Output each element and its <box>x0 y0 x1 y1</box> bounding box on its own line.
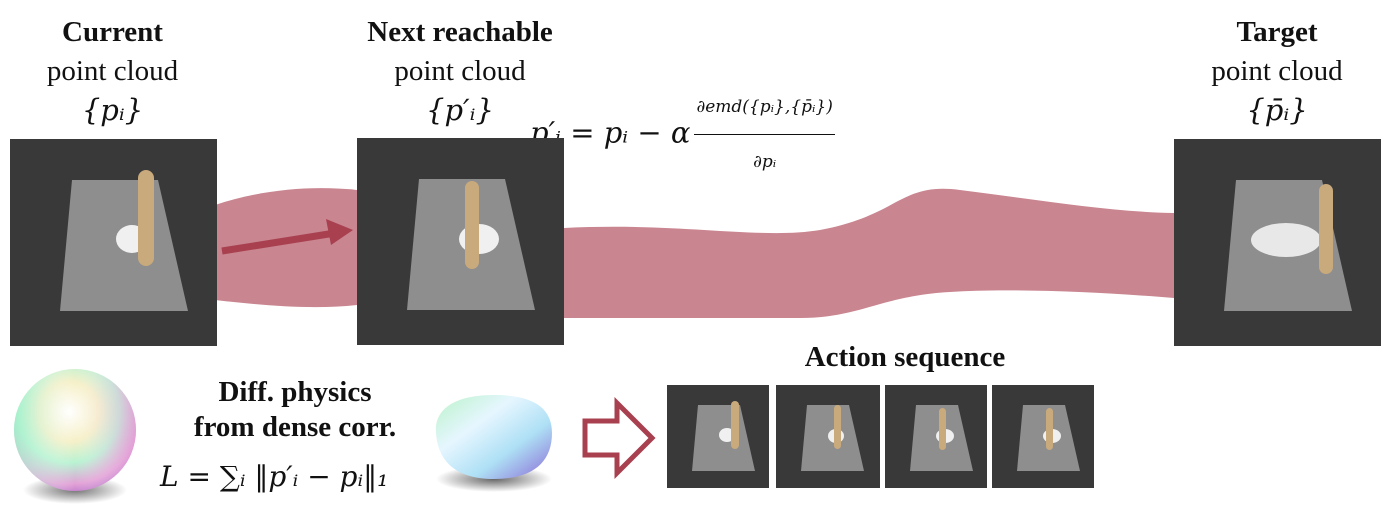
deformed-dough-shape <box>435 395 552 492</box>
dense-correspondence-sphere <box>14 369 136 504</box>
current-symbol: {pᵢ} <box>81 93 144 127</box>
action-frame-3-scene <box>910 405 973 471</box>
rod <box>138 170 154 266</box>
target-subtitle: point cloud <box>1211 55 1343 87</box>
target-title: Target <box>1236 16 1318 48</box>
target-label: Target point cloud {p̄ᵢ} <box>1172 13 1382 130</box>
trajectory-band-segment-2 <box>564 188 1174 318</box>
trajectory-band-segment-1 <box>215 188 357 308</box>
action-frame-1 <box>667 385 769 488</box>
rod <box>1319 184 1333 274</box>
target-symbol: {p̄ᵢ} <box>1246 93 1308 127</box>
update-equation-fraction: ∂emd({pᵢ},{p̄ᵢ}) ∂pᵢ <box>694 82 835 187</box>
rod <box>731 401 739 449</box>
target-scene-panel <box>1174 139 1381 346</box>
next-scene-panel <box>357 138 564 345</box>
diff-physics-line1: Diff. physics <box>218 376 372 408</box>
next-scene <box>407 179 535 310</box>
action-frame-2-scene <box>801 405 864 471</box>
flattened-dough <box>1251 223 1321 257</box>
next-title: Next reachable <box>367 16 553 48</box>
rod <box>1046 408 1053 450</box>
diff-physics-line2: from dense corr. <box>193 411 397 443</box>
update-equation-denominator: ∂pᵢ <box>753 152 777 172</box>
next-symbol: {p′ᵢ} <box>426 93 494 127</box>
diff-physics-label: Diff. physics from dense corr. <box>150 375 440 445</box>
action-sequence-title: Action sequence <box>804 341 1006 373</box>
current-scene-panel <box>10 139 217 346</box>
rod <box>939 408 946 450</box>
next-label: Next reachable point cloud {p′ᵢ} <box>340 13 580 130</box>
current-title: Current <box>62 16 163 48</box>
rod <box>834 405 841 449</box>
target-scene <box>1224 180 1352 311</box>
current-scene <box>60 170 188 311</box>
action-frame-4 <box>992 385 1094 488</box>
action-arrow <box>582 396 656 480</box>
current-subtitle: point cloud <box>46 55 179 87</box>
next-subtitle: point cloud <box>394 55 526 87</box>
progress-arrow <box>221 219 353 255</box>
action-frame-3 <box>885 385 987 488</box>
loss-equation: L = ∑ᵢ ‖p′ᵢ − pᵢ‖₁ <box>160 460 389 493</box>
update-equation-numerator: ∂emd({pᵢ},{p̄ᵢ}) <box>694 82 835 135</box>
action-frame-4-scene <box>1017 405 1080 471</box>
action-frame-1-scene <box>692 401 755 471</box>
update-equation: p′ᵢ = pᵢ − α ∂emd({pᵢ},{p̄ᵢ}) ∂pᵢ <box>530 82 835 187</box>
action-frame-2 <box>776 385 880 488</box>
rod <box>465 181 479 269</box>
current-label: Current point cloud {pᵢ} <box>10 13 215 130</box>
